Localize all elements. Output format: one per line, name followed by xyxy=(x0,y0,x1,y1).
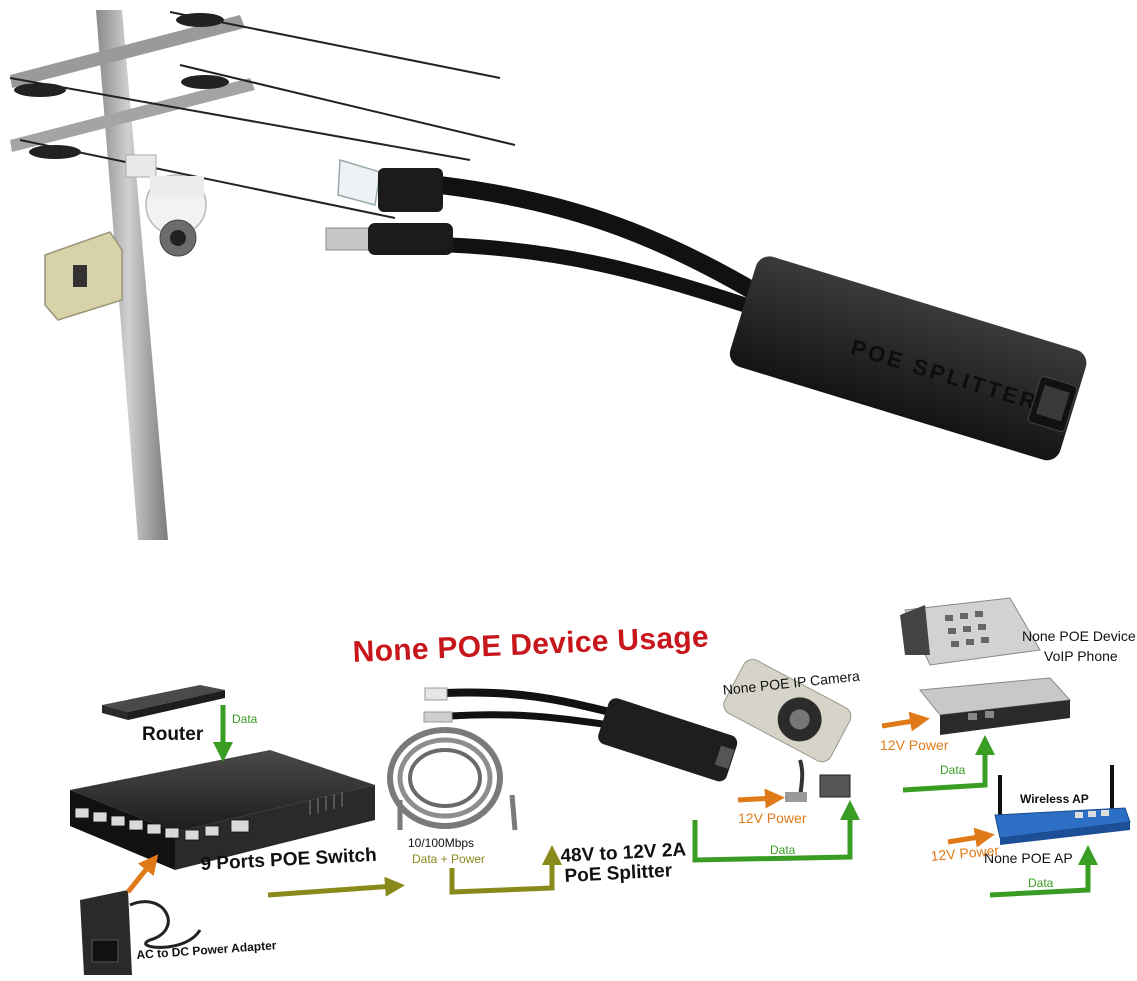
phone-label-line1: None POE Device xyxy=(1022,628,1136,644)
ethernet-cable-coil xyxy=(387,727,518,831)
junction-box xyxy=(44,231,123,321)
phone-data-arrow xyxy=(902,735,995,793)
camera-power-label: 12V Power xyxy=(738,810,807,826)
voip-phone-base xyxy=(919,677,1072,735)
adapter-power-arrow xyxy=(126,854,159,894)
ptz-security-camera xyxy=(125,154,207,257)
switch-to-cable-arrow xyxy=(267,876,405,898)
ap-label: None POE AP xyxy=(984,850,1073,866)
ap-data-arrow xyxy=(989,845,1098,898)
power-adapter-device xyxy=(80,890,202,975)
router-device xyxy=(102,685,225,720)
poe-splitter-product: POE SPLITTER xyxy=(325,159,1087,461)
phone-power-label: 12V Power xyxy=(880,737,949,753)
phone-data-label: Data xyxy=(940,763,966,777)
phone-label-line2: VoIP Phone xyxy=(1044,648,1118,664)
poe-switch-device xyxy=(70,750,375,870)
ap-power-arrow xyxy=(947,827,995,848)
small-poe-splitter xyxy=(423,687,738,782)
switch-data-power-label: Data + Power xyxy=(412,852,486,866)
utility-pole xyxy=(9,10,516,540)
camera-power-arrow xyxy=(737,788,785,809)
cable-speed-label: 10/100Mbps xyxy=(408,836,475,850)
phone-power-arrow xyxy=(881,711,930,732)
wireless-ap-device xyxy=(994,765,1131,845)
router-data-label: Data xyxy=(232,712,258,726)
ap-data-label: Data xyxy=(1028,876,1054,890)
camera-data-label: Data xyxy=(770,843,796,857)
router-label: Router xyxy=(142,724,204,745)
cable-to-splitter-arrow xyxy=(449,845,562,895)
ap-top-label: Wireless AP xyxy=(1020,792,1089,806)
voip-phone-device xyxy=(900,597,1041,666)
bullet-ip-camera xyxy=(723,658,852,802)
camera-data-arrow xyxy=(692,800,860,863)
